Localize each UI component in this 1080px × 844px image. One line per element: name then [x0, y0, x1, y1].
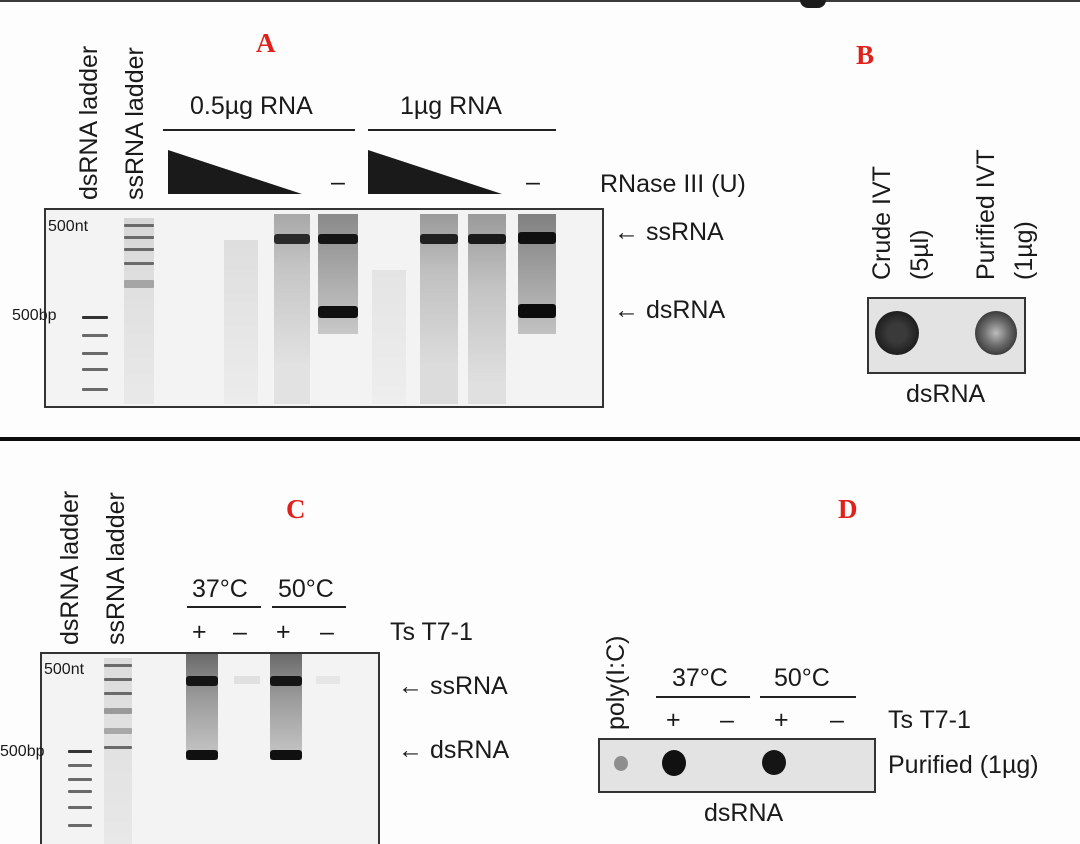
gel-image-c	[40, 652, 380, 844]
lane-label-dsrna-ladder: dsRNA ladder	[56, 490, 84, 645]
group-underline	[187, 606, 261, 608]
group-underline	[163, 129, 355, 131]
sign-plus: +	[774, 706, 789, 734]
blot-label-dsrna: dsRNA	[906, 380, 986, 408]
temp-label-50: 50°C	[278, 575, 334, 603]
group-label-0.5ug: 0.5µg RNA	[190, 92, 313, 120]
sign-minus: –	[233, 618, 247, 646]
sign-plus: +	[192, 618, 207, 646]
rnase-gradient-wedge	[168, 150, 302, 194]
marker-500bp: 500bp	[0, 743, 45, 760]
group-underline	[656, 696, 750, 698]
sign-minus: –	[320, 618, 334, 646]
group-label-1ug: 1µg RNA	[400, 92, 502, 120]
condition-label-rnase-iii: RNase III (U)	[600, 170, 746, 198]
gel-image-a	[44, 208, 604, 408]
lane-label-ssrna-ladder: ssRNA ladder	[102, 492, 130, 645]
arrow-ssrna: ← ssRNA	[614, 218, 724, 246]
column-label-crude-volume: (5µl)	[906, 229, 934, 280]
arrow-dsrna: ← dsRNA	[614, 296, 726, 324]
marker-500bp: 500bp	[12, 307, 57, 324]
panel-letter-c: C	[286, 494, 306, 524]
marker-500nt: 500nt	[44, 661, 85, 678]
no-enzyme-minus: –	[331, 168, 345, 196]
no-enzyme-minus: –	[526, 168, 540, 196]
cropped-title-fragment	[800, 0, 826, 8]
condition-label-ts-t7-1: Ts T7-1	[390, 618, 473, 646]
group-underline	[272, 606, 346, 608]
temp-label-37: 37°C	[192, 575, 248, 603]
marker-500nt: 500nt	[48, 218, 89, 235]
blot-label-dsrna: dsRNA	[704, 799, 784, 827]
arrow-ssrna: ← ssRNA	[398, 672, 508, 700]
top-border	[0, 0, 1080, 2]
panel-letter-d: D	[838, 494, 858, 524]
sign-plus: +	[666, 706, 681, 734]
dot-blot-b	[867, 297, 1026, 374]
panel-letter-a: A	[256, 28, 276, 58]
column-label-purified-amount: (1µg)	[1010, 221, 1038, 280]
column-label-crude-ivt: Crude IVT	[868, 166, 896, 280]
temp-label-37: 37°C	[672, 664, 728, 692]
rnase-gradient-wedge	[368, 150, 502, 194]
group-underline	[760, 696, 856, 698]
sign-minus: –	[720, 706, 734, 734]
lane-label-dsrna-ladder: dsRNA ladder	[75, 45, 103, 200]
column-label-poly-ic: poly(I:C)	[602, 635, 630, 730]
sign-plus: +	[276, 618, 291, 646]
lane-label-ssrna-ladder: ssRNA ladder	[121, 47, 149, 200]
section-divider	[0, 437, 1080, 441]
column-label-purified-ivt: Purified IVT	[972, 149, 1000, 280]
dot-blot-d	[598, 738, 876, 793]
arrow-dsrna: ← dsRNA	[398, 736, 510, 764]
condition-label-ts-t7-1: Ts T7-1	[888, 706, 971, 734]
panel-letter-b: B	[856, 40, 875, 70]
temp-label-50: 50°C	[774, 664, 830, 692]
group-underline	[368, 129, 556, 131]
sign-minus: –	[830, 706, 844, 734]
row-label-purified: Purified (1µg)	[888, 751, 1039, 779]
